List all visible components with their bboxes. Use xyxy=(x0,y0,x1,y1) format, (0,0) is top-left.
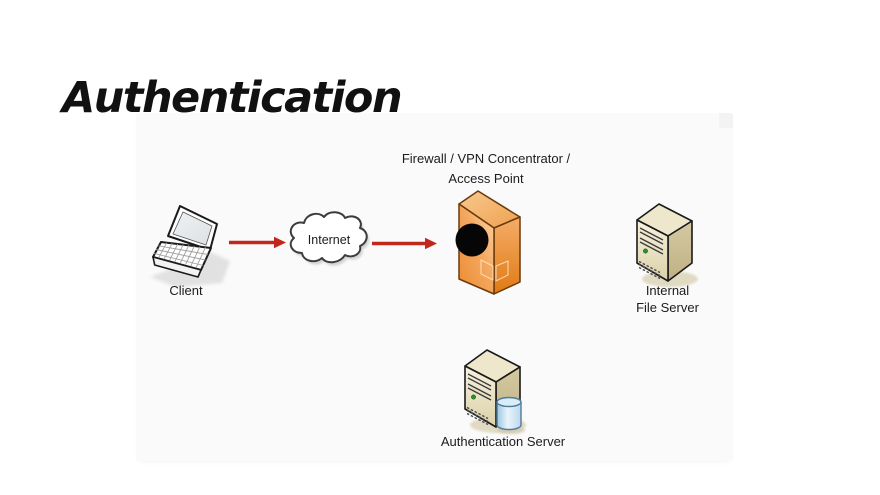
server-drive-slots xyxy=(467,373,492,401)
laptop-icon xyxy=(146,197,234,289)
client-label: Client xyxy=(169,283,203,298)
arrow-head xyxy=(274,236,286,249)
database-body xyxy=(496,402,522,431)
firewall-panel-lines xyxy=(480,259,509,282)
arrow-head xyxy=(425,237,437,250)
internet-label: Internet xyxy=(307,233,351,247)
diagram-panel: Client Internet Firewall / VPN Conc xyxy=(136,113,733,461)
laptop-keys xyxy=(153,242,208,269)
server-database-icon xyxy=(456,342,530,438)
cloud-icon xyxy=(282,209,376,273)
server-icon xyxy=(628,196,702,292)
laptop-front-edge xyxy=(152,256,202,278)
arrow-right-icon xyxy=(226,234,288,252)
server-drive-slots xyxy=(639,227,664,255)
server-front-face xyxy=(464,365,497,428)
server-led xyxy=(643,248,648,254)
firewall-label-line2: Access Point xyxy=(448,170,524,186)
internal-file-server-label: Internal File Server xyxy=(625,282,710,317)
database-top xyxy=(496,396,522,408)
laptop-screen xyxy=(172,211,213,246)
slide-title: Authentication xyxy=(62,72,403,123)
firewall-side-face xyxy=(493,216,521,295)
cloud-shape xyxy=(289,211,368,264)
firewall-label: Firewall / VPN Concentrator / Access Poi… xyxy=(375,149,597,188)
authentication-server-label: Authentication Server xyxy=(440,433,566,449)
internal-label-line1: Internal xyxy=(645,282,690,298)
server-led xyxy=(471,394,476,400)
firewall-port-icon xyxy=(455,223,489,257)
database-icon xyxy=(496,396,525,434)
firewall-icon xyxy=(450,185,526,299)
server-front-face xyxy=(636,219,669,282)
firewall-label-line1: Firewall / VPN Concentrator / xyxy=(401,151,571,166)
arrow-right-icon xyxy=(368,235,440,253)
panel-corner-shade xyxy=(719,113,733,128)
internal-label-line2: File Server xyxy=(636,300,699,315)
